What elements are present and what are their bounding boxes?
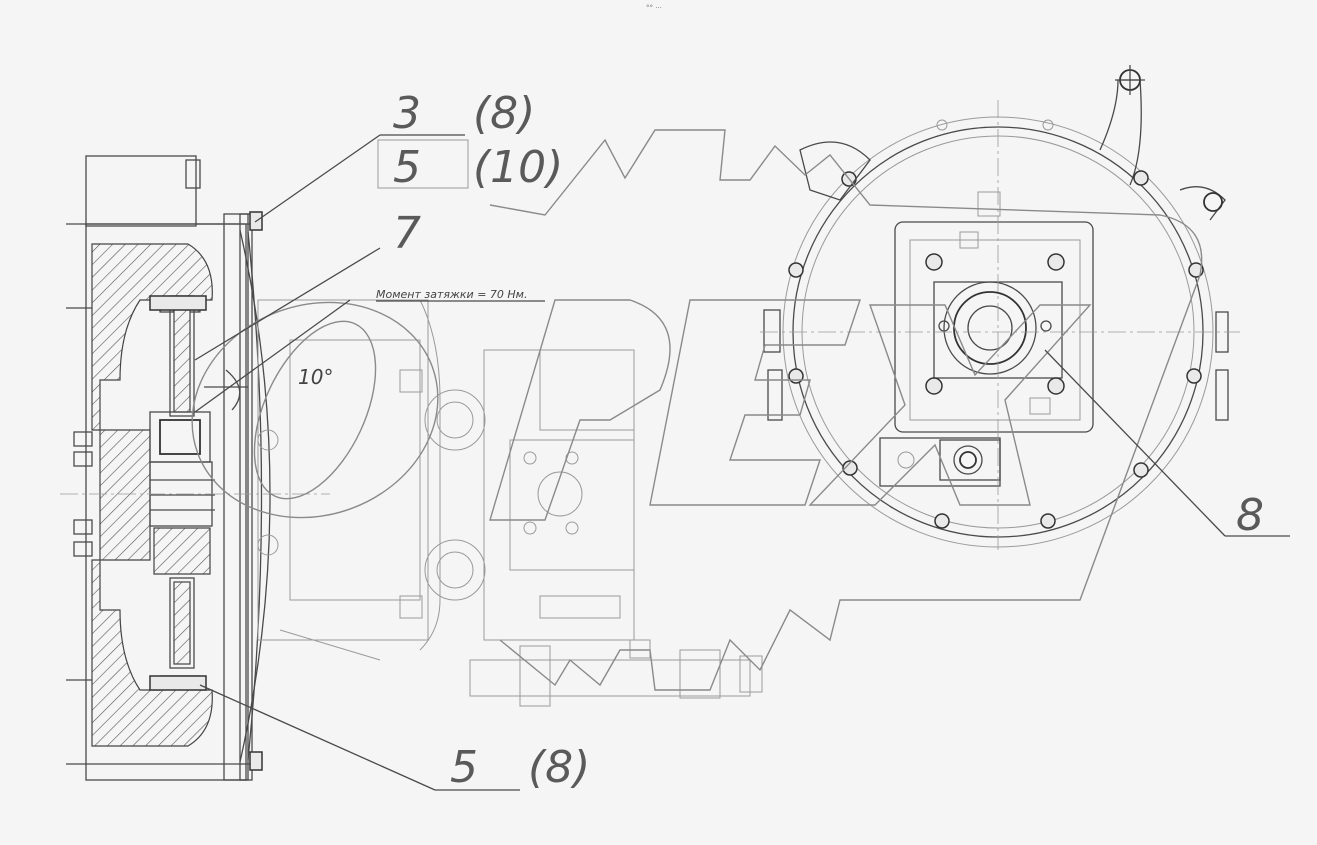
callout-5-bottom: 5 [450,742,478,793]
angle-note: 10° [298,365,333,389]
watermark-logo [191,129,1203,691]
torque-note: Момент затяжки = 70 Нм. [376,288,527,301]
pump-assembly [257,299,763,707]
callout-8: 8 [1236,490,1264,541]
callout-5-bottom-qty: (8) [528,742,590,793]
callout-3: 3 [393,88,421,139]
callout-7: 7 [393,208,421,259]
callout-3-qty: (8) [473,88,535,139]
clutch-housing-section [60,155,330,781]
leader-lines [194,134,1290,791]
header-mark: °° ··· [646,4,662,12]
callout-5-top-qty: (10) [473,142,563,193]
callout-5-top: 5 [393,142,421,193]
